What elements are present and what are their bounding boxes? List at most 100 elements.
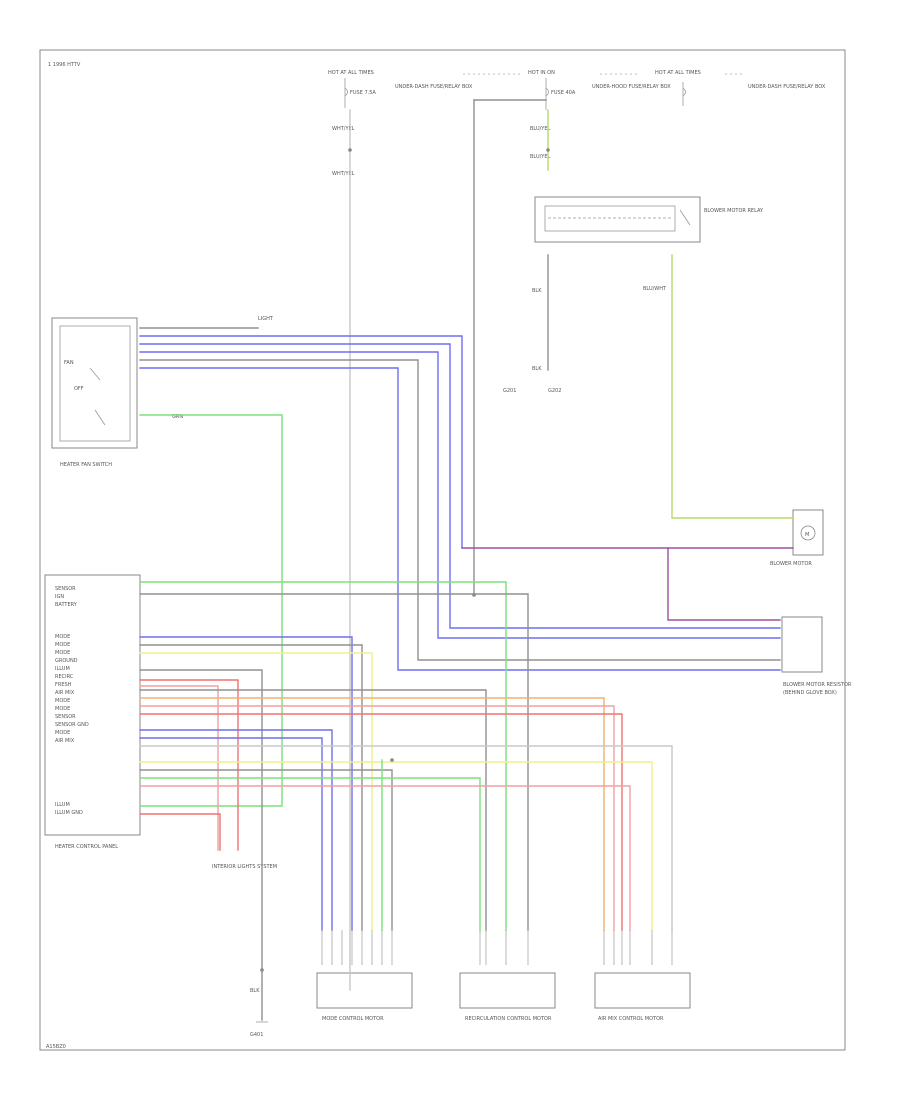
svg-text:G401: G401 — [250, 1032, 263, 1038]
svg-text:ILLUM: ILLUM — [55, 666, 70, 672]
svg-text:HOT IN ON: HOT IN ON — [528, 70, 555, 76]
svg-text:ILLUM GND: ILLUM GND — [55, 810, 83, 816]
wire-grn-illum — [139, 414, 283, 807]
wire-gray-sensor — [139, 769, 393, 931]
svg-text:HOT AT ALL TIMES: HOT AT ALL TIMES — [655, 70, 701, 76]
svg-text:UNDER-DASH FUSE/RELAY BOX: UNDER-DASH FUSE/RELAY BOX — [395, 84, 473, 90]
footer-code: A15BZ0 — [46, 1044, 66, 1050]
wire-blu-2 — [139, 343, 781, 629]
svg-text:HEATER CONTROL PANEL: HEATER CONTROL PANEL — [55, 844, 118, 850]
recirculation-control-motor: RECIRCULATION CONTROL MOTOR — [459, 972, 556, 1022]
wire-lgray-sensor — [139, 745, 673, 931]
svg-text:GROUND: GROUND — [55, 658, 78, 664]
wire-orange-airmix — [139, 697, 605, 931]
svg-text:MODE: MODE — [55, 634, 70, 640]
svg-text:UNDER-HOOD FUSE/RELAY BOX: UNDER-HOOD FUSE/RELAY BOX — [592, 84, 671, 90]
svg-text:IGN: IGN — [55, 594, 64, 600]
svg-text:HEATER FAN SWITCH: HEATER FAN SWITCH — [60, 462, 112, 468]
wire-green-fresh — [139, 777, 481, 931]
wire-label-grn: GRN — [172, 414, 183, 420]
diagram-frame — [39, 49, 846, 1051]
wire-gray-4 — [139, 359, 781, 661]
air-mix-control-motor: AIR MIX CONTROL MOTOR — [594, 972, 691, 1022]
heater-fan-switch: FAN OFF HEATER FAN SWITCH — [51, 317, 138, 468]
wire-red-illum — [139, 679, 239, 851]
svg-text:MODE: MODE — [55, 706, 70, 712]
svg-text:OFF: OFF — [74, 386, 84, 392]
corner-label: 1 1996 HTTV — [48, 62, 81, 68]
wire-label-bluwht: BLU/WHT — [643, 286, 667, 292]
interior-lights-system: INTERIOR LIGHTS SYSTEM — [212, 864, 277, 870]
wire-grn-sensor — [139, 581, 507, 931]
wire-blu-5 — [139, 367, 781, 671]
wires — [139, 99, 794, 1021]
svg-text:M: M — [805, 532, 809, 538]
svg-text:BLOWER MOTOR: BLOWER MOTOR — [770, 561, 812, 567]
svg-text:SENSOR: SENSOR — [55, 714, 76, 720]
svg-text:MODE: MODE — [55, 730, 70, 736]
svg-text:AIR MIX CONTROL MOTOR: AIR MIX CONTROL MOTOR — [598, 1016, 664, 1022]
fuse-box-right: HOT AT ALL TIMES UNDER-DASH FUSE/RELAY B… — [655, 70, 826, 106]
svg-text:INTERIOR LIGHTS SYSTEM: INTERIOR LIGHTS SYSTEM — [212, 864, 277, 870]
wire-label-blk: BLK — [532, 366, 542, 372]
svg-text:RECIRC: RECIRC — [55, 674, 74, 680]
svg-text:MODE: MODE — [55, 642, 70, 648]
wire-red-airmix — [139, 713, 623, 931]
svg-text:MODE CONTROL MOTOR: MODE CONTROL MOTOR — [322, 1016, 384, 1022]
svg-text:BLU/YEL: BLU/YEL — [530, 154, 551, 160]
fuse-box-mid: HOT IN ON FUSE 40A UNDER-HOOD FUSE/RELAY… — [528, 70, 671, 160]
svg-text:FAN: FAN — [64, 360, 74, 366]
svg-text:HOT AT ALL TIMES: HOT AT ALL TIMES — [328, 70, 374, 76]
blower-motor: M BLOWER MOTOR — [770, 509, 824, 567]
connector-stubs — [321, 930, 673, 965]
svg-text:BLU/YEL: BLU/YEL — [530, 126, 551, 132]
svg-text:FUSE 40A: FUSE 40A — [551, 90, 576, 96]
svg-text:FUSE 7.5A: FUSE 7.5A — [350, 90, 376, 96]
svg-text:BATTERY: BATTERY — [55, 602, 78, 608]
wire-blu-mode1 — [139, 636, 353, 931]
control-panel-pin-labels: SENSOR IGN BATTERY MODE MODE MODE GROUND… — [55, 586, 89, 816]
wire-gray-recirc — [139, 689, 487, 931]
svg-text:MODE: MODE — [55, 698, 70, 704]
wire-gray-ign — [139, 593, 529, 931]
svg-text:MODE: MODE — [55, 650, 70, 656]
ground-g401: BLK G401 — [250, 988, 268, 1038]
svg-text:(BEHIND GLOVE BOX): (BEHIND GLOVE BOX) — [783, 690, 837, 696]
wire-blu-mode4 — [139, 729, 333, 931]
wire-pink-airmix — [139, 705, 615, 931]
svg-text:SENSOR GND: SENSOR GND — [55, 722, 89, 728]
ground-symbol: G201 G202 — [503, 388, 561, 394]
wire-gray-mode2 — [139, 644, 363, 931]
svg-text:ILLUM: ILLUM — [55, 802, 70, 808]
blower-motor-relay: BLOWER MOTOR RELAY — [534, 196, 764, 243]
svg-text:BLK: BLK — [250, 988, 260, 994]
svg-text:G202: G202 — [548, 388, 561, 394]
wire-yel-mode3 — [139, 652, 373, 931]
heater-control-panel: HEATER CONTROL PANEL — [44, 574, 141, 850]
svg-text:FRESH: FRESH — [55, 682, 72, 688]
svg-text:WHT/YEL: WHT/YEL — [332, 126, 355, 132]
wire-label-blk: BLK — [532, 288, 542, 294]
svg-text:BLOWER MOTOR RELAY: BLOWER MOTOR RELAY — [704, 208, 764, 214]
wire-blu-1 — [139, 335, 463, 549]
svg-text:AIR MIX: AIR MIX — [55, 690, 75, 696]
fan-light-label: LIGHT — [258, 316, 274, 322]
wire-blu-mode5 — [139, 737, 323, 931]
fuse-box-left: HOT AT ALL TIMES FUSE 7.5A UNDER-DASH FU… — [328, 70, 473, 177]
svg-text:UNDER-DASH FUSE/RELAY BOX: UNDER-DASH FUSE/RELAY BOX — [748, 84, 826, 90]
wire-yel-sensor — [139, 761, 653, 931]
svg-text:SENSOR: SENSOR — [55, 586, 76, 592]
svg-text:RECIRCULATION CONTROL MOTOR: RECIRCULATION CONTROL MOTOR — [465, 1016, 552, 1022]
mode-control-motor: MODE CONTROL MOTOR — [316, 972, 413, 1022]
svg-text:BLOWER MOTOR RESISTOR: BLOWER MOTOR RESISTOR — [783, 682, 852, 688]
wire-pink-airmix2 — [139, 785, 631, 931]
wire-blk-ground — [139, 669, 263, 1021]
svg-text:WHT/YEL: WHT/YEL — [332, 171, 355, 177]
wire-yelgrn-blower — [671, 254, 794, 519]
wire-red-illum-gnd — [139, 813, 221, 851]
svg-text:G201: G201 — [503, 388, 516, 394]
splice-dots — [260, 148, 550, 972]
wire-purple-drop — [667, 547, 781, 621]
blower-motor-resistor: BLOWER MOTOR RESISTOR (BEHIND GLOVE BOX) — [781, 616, 852, 696]
